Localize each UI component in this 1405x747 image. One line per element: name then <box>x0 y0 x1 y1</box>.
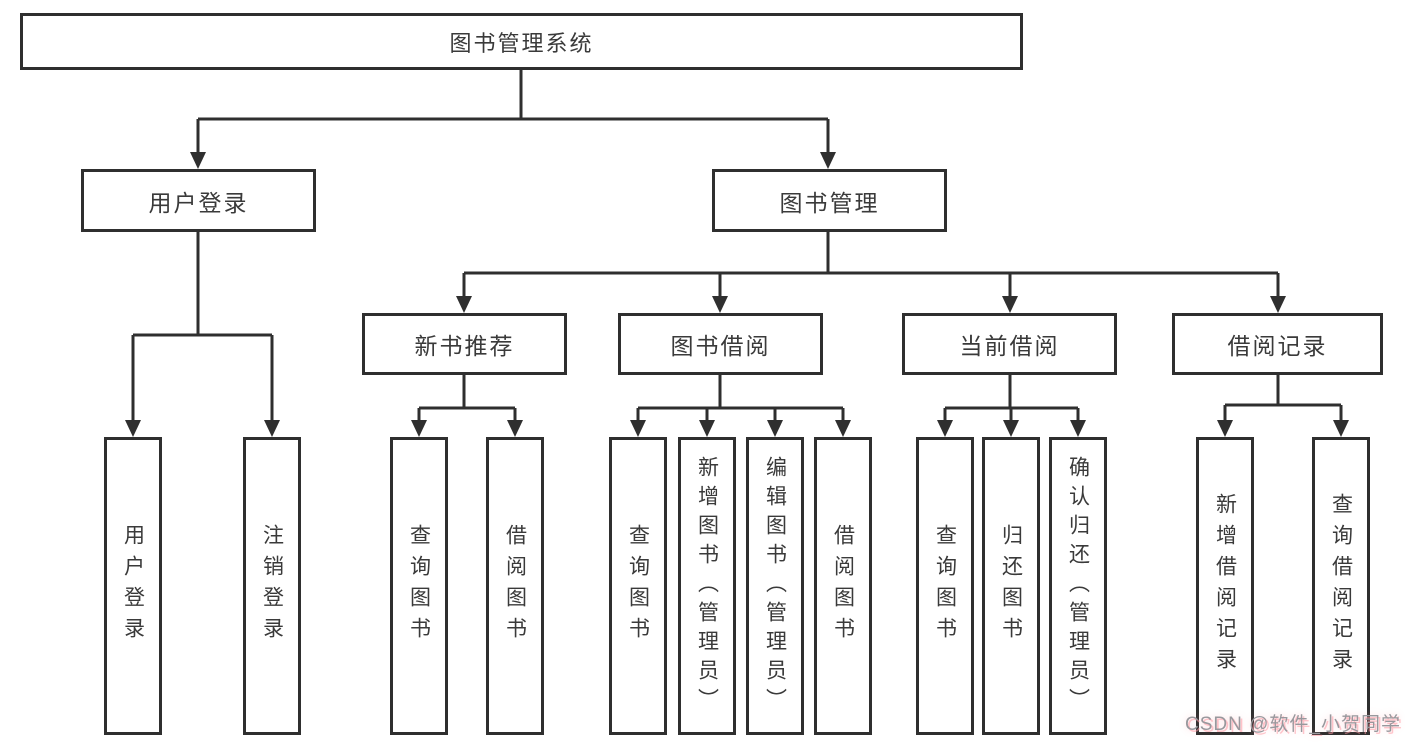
leaf-logout: 注销登录 <box>243 437 301 735</box>
leaf-query-books-current: 查询图书 <box>916 437 974 735</box>
node-current-borrowing: 当前借阅 <box>902 313 1117 375</box>
node-new-book-recommendation: 新书推荐 <box>362 313 567 375</box>
node-book-borrowing-label: 图书借阅 <box>670 333 771 359</box>
leaf-borrow-books-recommend: 借阅图书 <box>486 437 544 735</box>
node-book-management-label: 图书管理 <box>779 189 880 216</box>
leaf-query-books-borrow: 查询图书 <box>609 437 667 735</box>
leaf-query-borrow-record: 查询借阅记录 <box>1312 437 1370 735</box>
node-book-management: 图书管理 <box>712 169 947 232</box>
leaf-logout-label: 注销登录 <box>260 524 284 648</box>
leaf-user-login-label: 用户登录 <box>121 524 145 648</box>
leaf-query-books-recommend: 查询图书 <box>390 437 448 735</box>
node-user-login: 用户登录 <box>81 169 316 232</box>
node-book-borrowing: 图书借阅 <box>618 313 823 375</box>
leaf-add-borrow-record: 新增借阅记录 <box>1196 437 1254 735</box>
leaf-borrow-books: 借阅图书 <box>814 437 872 735</box>
watermark: CSDN @软件_小贺同学 <box>1185 714 1401 735</box>
leaf-edit-books-admin: 编辑图书（管理员） <box>746 437 804 735</box>
node-library-management-system: 图书管理系统 <box>20 13 1023 70</box>
leaf-return-books: 归还图书 <box>982 437 1040 735</box>
leaf-user-login: 用户登录 <box>104 437 162 735</box>
leaf-confirm-return-admin-label: 确认归还（管理员） <box>1066 455 1090 717</box>
leaf-query-borrow-record-label: 查询借阅记录 <box>1329 493 1353 679</box>
leaf-borrow-books-label: 借阅图书 <box>831 524 855 648</box>
node-borrowing-records-label: 借阅记录 <box>1227 333 1328 359</box>
node-library-management-system-label: 图书管理系统 <box>449 30 594 56</box>
leaf-query-books-recommend-label: 查询图书 <box>407 524 431 648</box>
leaf-borrow-books-recommend-label: 借阅图书 <box>503 524 527 648</box>
leaf-confirm-return-admin: 确认归还（管理员） <box>1049 437 1107 735</box>
leaf-edit-books-admin-label: 编辑图书（管理员） <box>763 455 787 717</box>
node-current-borrowing-label: 当前借阅 <box>959 333 1060 359</box>
node-new-book-recommendation-label: 新书推荐 <box>414 333 515 359</box>
node-borrowing-records: 借阅记录 <box>1172 313 1383 375</box>
leaf-add-borrow-record-label: 新增借阅记录 <box>1213 493 1237 679</box>
leaf-query-books-current-label: 查询图书 <box>933 524 957 648</box>
leaf-return-books-label: 归还图书 <box>999 524 1023 648</box>
leaf-add-books-admin-label: 新增图书（管理员） <box>695 455 719 717</box>
leaf-add-books-admin: 新增图书（管理员） <box>678 437 736 735</box>
leaf-query-books-borrow-label: 查询图书 <box>626 524 650 648</box>
node-user-login-label: 用户登录 <box>148 189 249 216</box>
